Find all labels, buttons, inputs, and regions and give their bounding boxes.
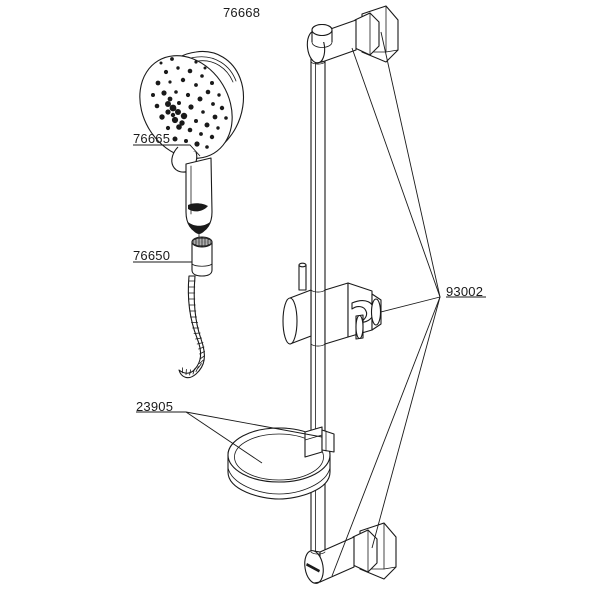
part-label-hose: 76650 — [133, 248, 171, 263]
soap-dish-ring — [227, 426, 335, 500]
part-label-soap-dish: 23905 — [136, 399, 174, 414]
leader-lines — [133, 31, 486, 577]
hose-connector-nut — [191, 236, 213, 277]
spray-face-holes — [151, 57, 228, 155]
hand-shower-head — [139, 50, 244, 173]
top-wall-bracket — [306, 5, 399, 65]
diagram-title: 76668 — [223, 5, 261, 20]
slide-bar — [310, 54, 326, 576]
bottom-wall-bracket — [304, 522, 397, 584]
slider-holder — [282, 262, 382, 347]
flexible-hose — [178, 275, 205, 379]
hand-shower-handle — [185, 157, 213, 247]
part-label-hand-shower: 76665 — [133, 131, 171, 146]
part-label-brackets: 93002 — [446, 284, 484, 299]
